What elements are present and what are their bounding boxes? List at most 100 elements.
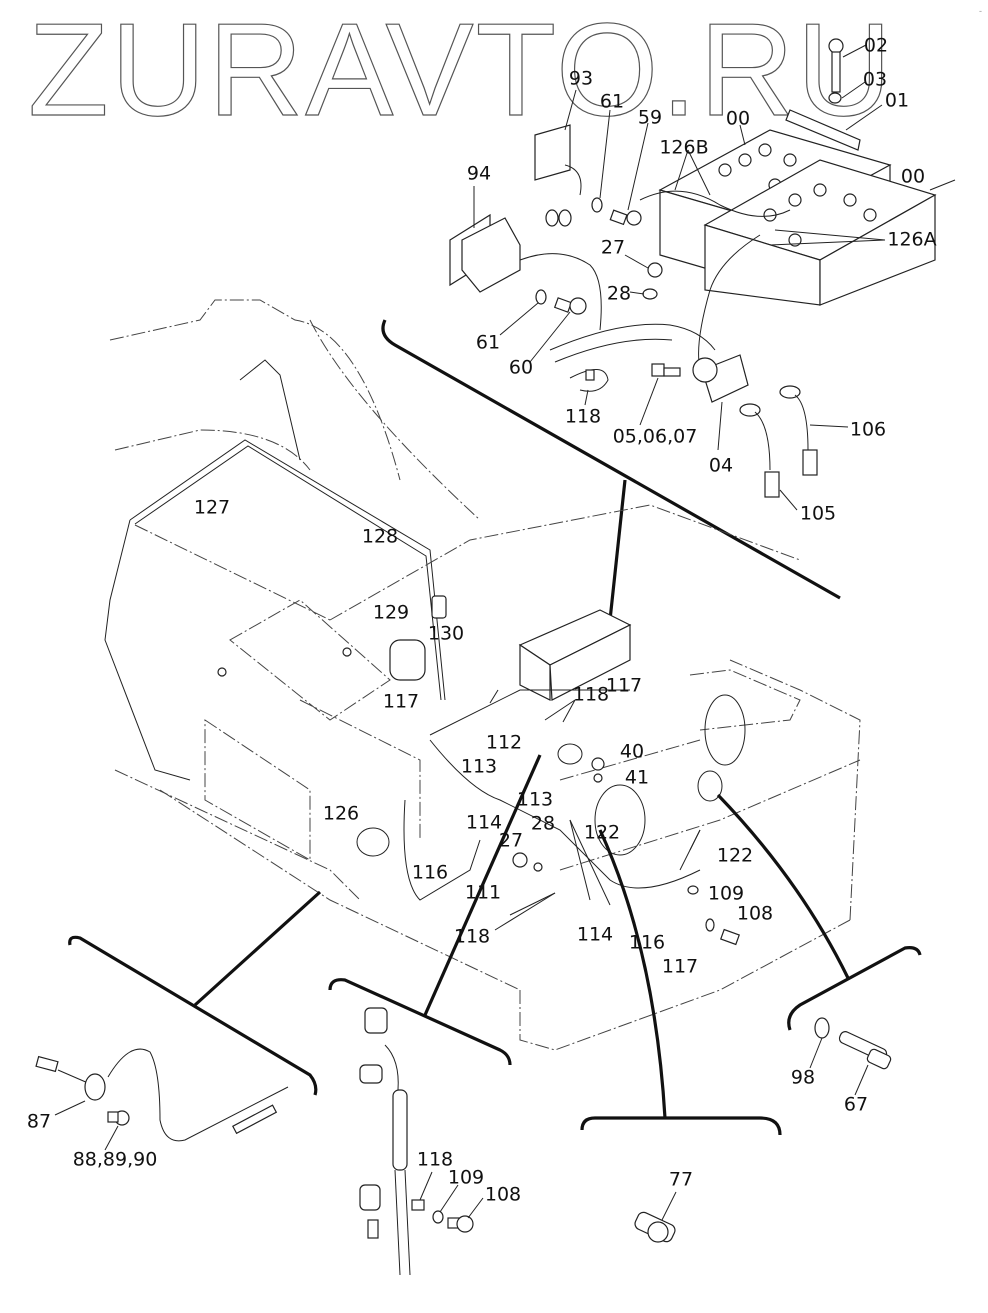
part-label-61-lower: 61 xyxy=(475,331,501,354)
part-label-114-left: 114 xyxy=(465,811,503,834)
battery-group xyxy=(449,38,956,511)
magnifier-circle-left xyxy=(356,827,390,857)
relay-93[interactable] xyxy=(534,124,582,227)
part-label-40: 40 xyxy=(619,740,645,763)
part-label-118-lower: 118 xyxy=(453,925,491,948)
part-label-60: 60 xyxy=(508,356,534,379)
magnifier-circle-center xyxy=(557,743,583,765)
part-label-109-detail: 109 xyxy=(447,1166,485,1189)
engine-block xyxy=(559,669,861,871)
part-label-122-right: 122 xyxy=(716,844,754,867)
regulator-04[interactable] xyxy=(692,354,749,403)
part-label-117-left: 117 xyxy=(382,690,420,713)
part-label-28-top: 28 xyxy=(606,282,632,305)
part-label-61-top: 61 xyxy=(599,90,625,113)
part-label-94: 94 xyxy=(466,162,492,185)
part-label-127: 127 xyxy=(193,496,231,519)
part-label-116-left: 116 xyxy=(411,861,449,884)
part-label-59: 59 xyxy=(637,106,663,129)
callout-bracket-center xyxy=(328,978,512,1066)
part-label-126: 126 xyxy=(322,802,360,825)
part-label-05-06-07: 05,06,07 xyxy=(612,425,698,448)
part-label-130: 130 xyxy=(427,622,465,645)
sensor-05-06-07[interactable] xyxy=(651,363,681,377)
part-label-118-center: 118 xyxy=(572,683,610,706)
part-label-128: 128 xyxy=(361,525,399,548)
clip-118d[interactable] xyxy=(411,1199,425,1211)
part-label-118-top: 118 xyxy=(564,405,602,428)
bolt-88-89-90[interactable] xyxy=(107,1110,130,1126)
part-label-28-center: 28 xyxy=(530,812,556,835)
work-lamp[interactable] xyxy=(389,639,426,681)
battery-2[interactable] xyxy=(703,159,937,306)
bolt-02[interactable] xyxy=(828,38,844,93)
part-label-106: 106 xyxy=(849,418,887,441)
battery-pair-installed[interactable] xyxy=(518,609,632,701)
part-label-114-lower: 114 xyxy=(576,923,614,946)
washer-03[interactable] xyxy=(828,92,842,104)
part-label-108: 108 xyxy=(736,902,774,925)
part-label-27-top: 27 xyxy=(600,236,626,259)
callout-bracket-left xyxy=(68,935,318,1096)
part-label-77: 77 xyxy=(668,1168,694,1191)
part-label-111: 111 xyxy=(464,881,502,904)
lever-knob-1 xyxy=(217,667,227,677)
part-label-112: 112 xyxy=(485,731,523,754)
part-label-01: 01 xyxy=(884,89,910,112)
part-label-02: 02 xyxy=(863,34,889,57)
part-label-03: 03 xyxy=(862,68,888,91)
harness-127-128[interactable] xyxy=(129,439,446,701)
part-label-118-detail: 118 xyxy=(416,1148,454,1171)
washer-61a[interactable] xyxy=(591,197,603,213)
clip-118a[interactable] xyxy=(569,369,609,392)
part-label-27-center: 27 xyxy=(498,829,524,852)
bolt-59[interactable] xyxy=(609,209,642,226)
part-label-67: 67 xyxy=(843,1093,869,1116)
lead-106[interactable] xyxy=(779,385,818,476)
part-label-88-89-90: 88,89,90 xyxy=(72,1148,158,1171)
washer-28a[interactable] xyxy=(642,288,658,300)
harness-top[interactable] xyxy=(549,323,716,351)
magnifier-circle-right xyxy=(697,770,723,802)
buzzer-129[interactable] xyxy=(431,595,447,619)
bolt-60[interactable] xyxy=(553,297,587,315)
lever-knob-2 xyxy=(342,647,352,657)
part-label-126b: 126B xyxy=(659,136,709,159)
part-label-129: 129 xyxy=(372,601,410,624)
callout-bracket-right xyxy=(787,946,922,1031)
part-label-126a: 126A xyxy=(887,228,937,251)
corner-mark: - xyxy=(979,6,982,16)
part-label-00-right: 00 xyxy=(900,165,926,188)
lead-105[interactable] xyxy=(739,403,780,498)
part-label-87: 87 xyxy=(26,1110,52,1133)
washer-98[interactable] xyxy=(814,1017,830,1039)
cable-126b[interactable] xyxy=(639,190,791,217)
sensor-87-assembly[interactable] xyxy=(35,1048,289,1142)
part-label-113-center: 113 xyxy=(516,788,554,811)
bracket-01[interactable] xyxy=(785,109,861,151)
part-label-122-left: 122 xyxy=(583,821,621,844)
nut-27a[interactable] xyxy=(647,262,663,278)
part-label-105: 105 xyxy=(799,502,837,525)
main-harness[interactable] xyxy=(429,689,701,889)
part-label-117-center: 117 xyxy=(605,674,643,697)
bolt-108b[interactable] xyxy=(447,1215,474,1233)
part-label-41: 41 xyxy=(624,766,650,789)
sensor-77[interactable] xyxy=(633,1210,677,1243)
sensor-67[interactable] xyxy=(838,1030,892,1070)
callout-bracket-bottom xyxy=(580,1116,782,1136)
part-label-113-left: 113 xyxy=(460,755,498,778)
machine-body xyxy=(104,299,861,1051)
washer-109b[interactable] xyxy=(432,1210,444,1224)
part-label-93: 93 xyxy=(568,67,594,90)
part-label-00-left: 00 xyxy=(725,107,751,130)
callout-bracket-top xyxy=(381,319,841,600)
part-label-109: 109 xyxy=(707,882,745,905)
solenoid-94[interactable] xyxy=(449,213,602,331)
part-label-108-detail: 108 xyxy=(484,1183,522,1206)
watermark-text: ZURAVTO.RU xyxy=(27,0,894,143)
washer-61b[interactable] xyxy=(535,289,547,305)
part-label-04: 04 xyxy=(708,454,734,477)
connector-assembly-center[interactable] xyxy=(359,1007,411,1276)
